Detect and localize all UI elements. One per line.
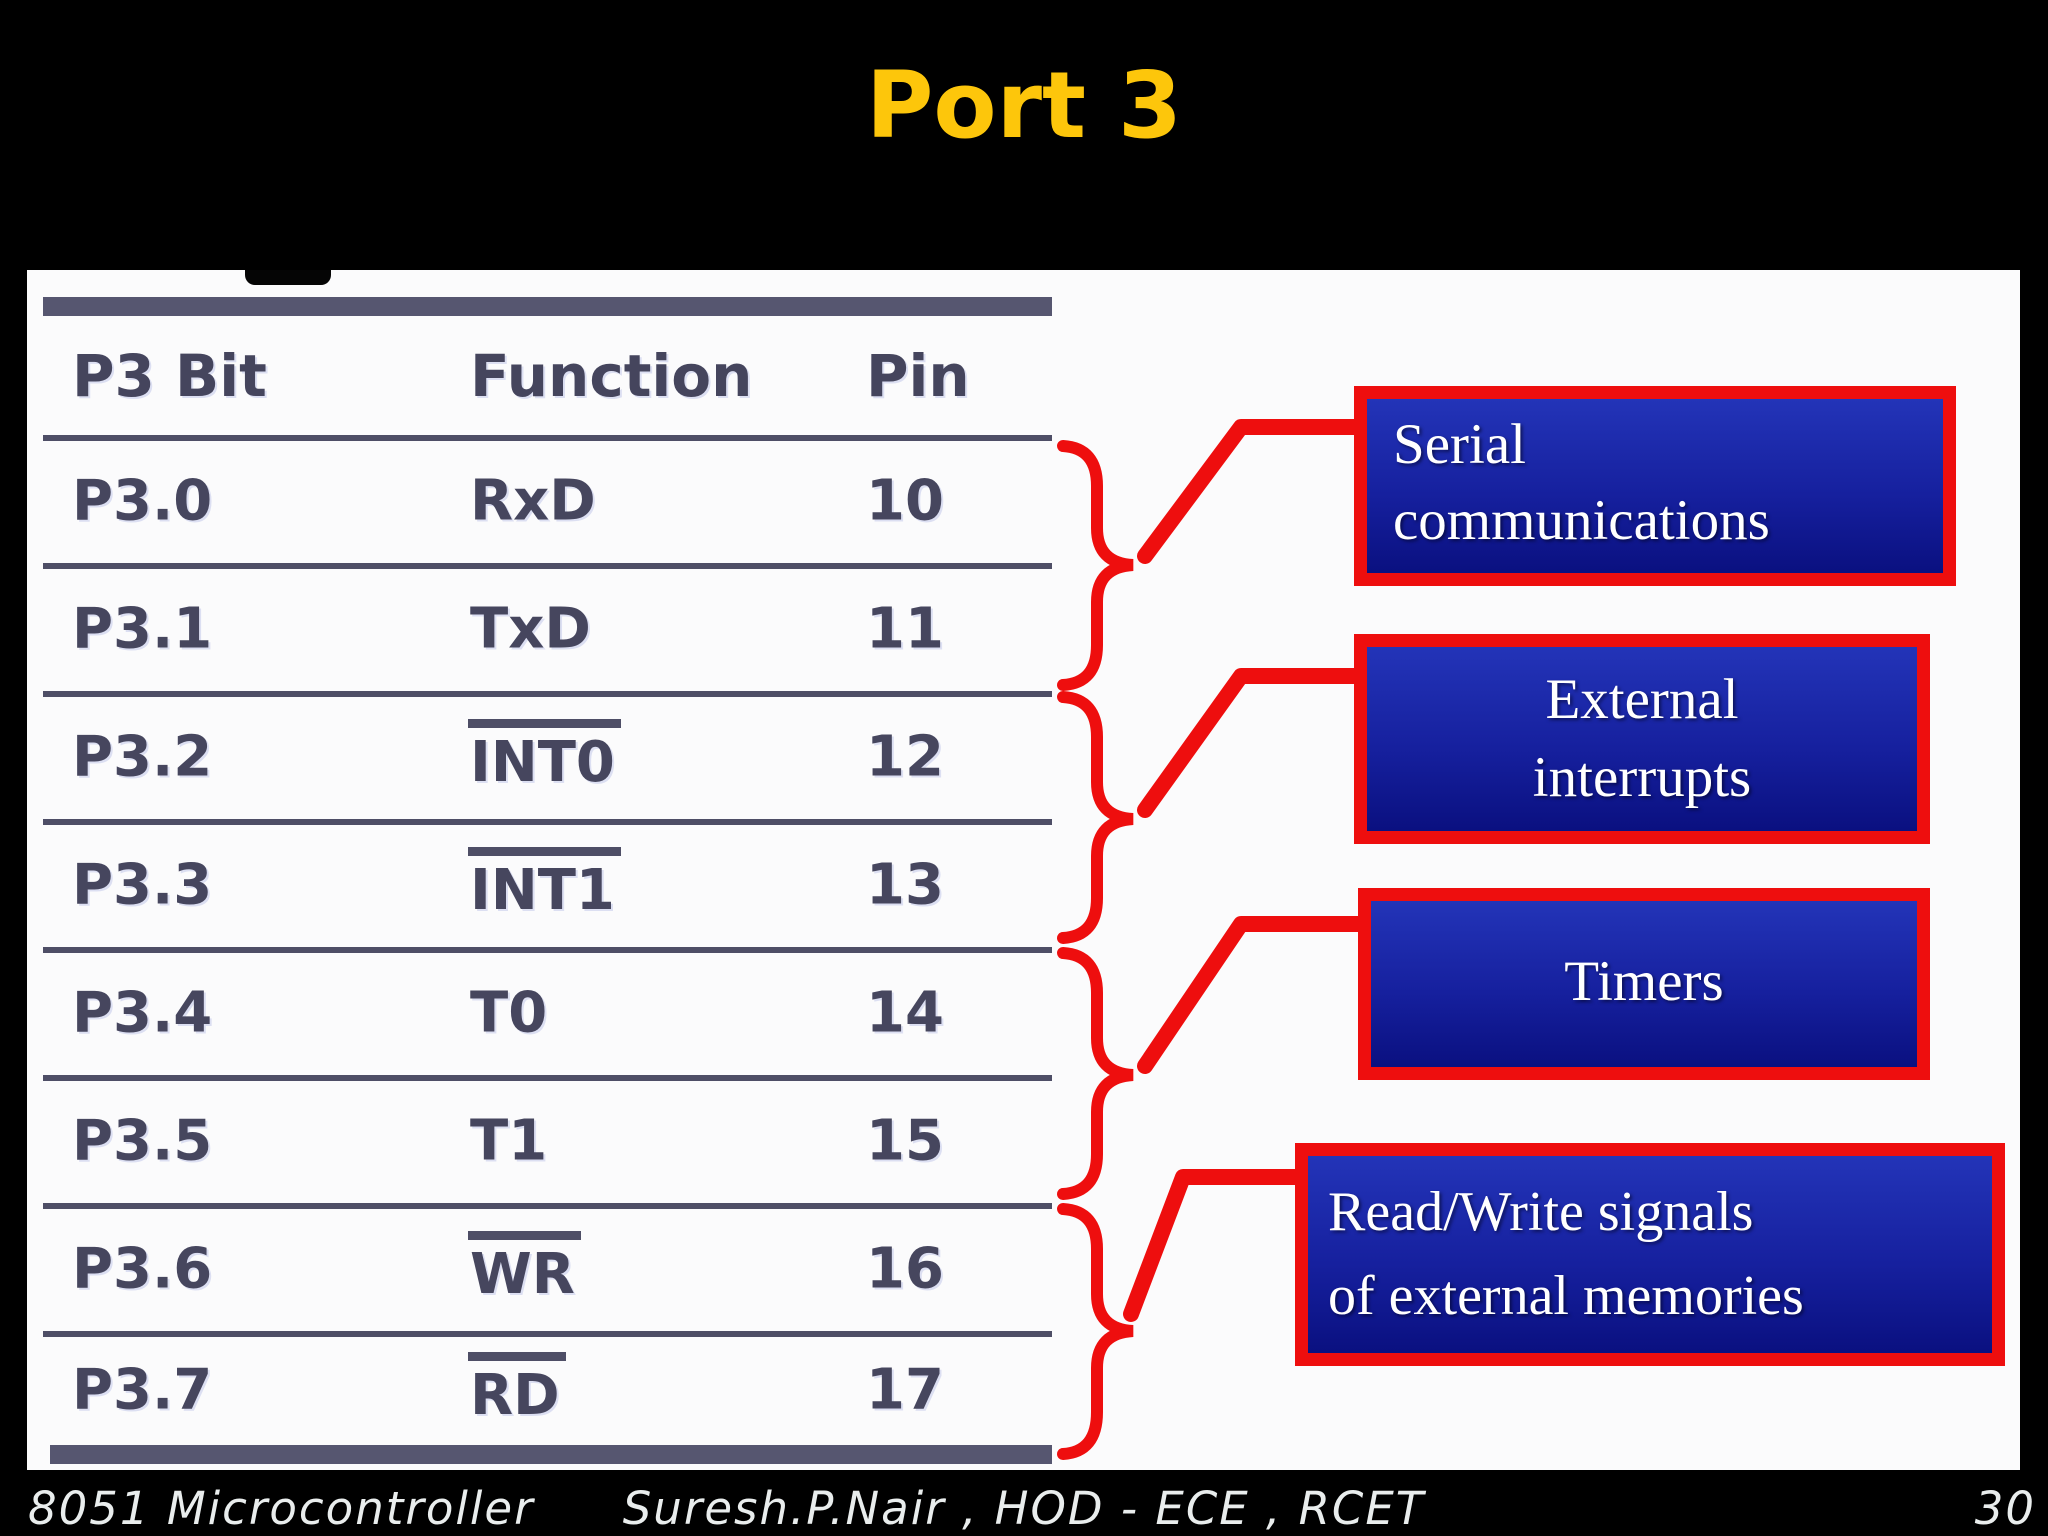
function-cell: RxD <box>470 468 596 534</box>
column-header-function: Function <box>470 342 753 410</box>
footer-author: Suresh.P.Nair , HOD - ECE , RCET <box>622 1482 1426 1535</box>
table-row: P3.1 TxD 11 <box>43 567 1052 691</box>
bit-cell: P3.4 <box>72 980 213 1046</box>
table-header-row: P3 Bit Function Pin <box>43 317 1052 435</box>
table-row: P3.7 RD 17 <box>43 1335 1052 1445</box>
table-row: P3.3 INT1 13 <box>43 823 1052 947</box>
pin-cell: 17 <box>866 1357 944 1423</box>
bit-cell: P3.1 <box>72 596 213 662</box>
function-cell: INT1 <box>468 847 621 923</box>
bit-cell: P3.2 <box>72 724 213 790</box>
pin-cell: 10 <box>866 468 944 534</box>
callout-line: External <box>1545 668 1739 731</box>
bit-cell: P3.6 <box>72 1236 213 1302</box>
bit-cell: P3.7 <box>72 1357 213 1423</box>
bit-cell: P3.0 <box>72 468 213 534</box>
slide-footer: 8051 Microcontroller Suresh.P.Nair , HOD… <box>0 1482 2048 1536</box>
callout-timers: Timers <box>1358 888 1930 1080</box>
artifact-mark <box>245 270 331 285</box>
table-row: P3.0 RxD 10 <box>43 439 1052 563</box>
callout-line: interrupts <box>1532 746 1752 809</box>
table-row-line <box>43 1075 1052 1081</box>
bit-cell: P3.5 <box>72 1108 213 1174</box>
pin-cell: 16 <box>866 1236 944 1302</box>
active-low-overline: INT1 <box>468 847 621 923</box>
table-row-line <box>43 1203 1052 1209</box>
table-row-line <box>43 1331 1052 1337</box>
table-row: P3.2 INT0 12 <box>43 695 1052 819</box>
callout-line: of external memories <box>1328 1265 1804 1327</box>
pin-cell: 12 <box>866 724 944 790</box>
callout-external-interrupts: External interrupts <box>1354 634 1930 844</box>
active-low-overline: INT0 <box>468 719 621 795</box>
function-cell: TxD <box>470 596 591 662</box>
function-cell: WR <box>468 1231 581 1307</box>
table-header-underline <box>43 435 1052 441</box>
bit-cell: P3.3 <box>72 852 213 918</box>
column-header-p3bit: P3 Bit <box>72 342 267 410</box>
table-bottom-border <box>50 1445 1052 1464</box>
function-cell: T1 <box>470 1108 548 1174</box>
footer-page-number: 30 <box>1974 1482 2036 1535</box>
table-row-line <box>43 947 1052 953</box>
active-low-overline: WR <box>468 1231 581 1307</box>
callout-line: Timers <box>1564 950 1724 1013</box>
callout-serial-communications: Serial communications <box>1354 386 1956 586</box>
pin-cell: 15 <box>866 1108 944 1174</box>
table-row: P3.6 WR 16 <box>43 1207 1052 1331</box>
table-row: P3.4 T0 14 <box>43 951 1052 1075</box>
function-cell: T0 <box>470 980 548 1046</box>
callout-line: Serial <box>1393 413 1526 476</box>
callout-line: Read/Write signals <box>1328 1181 1754 1243</box>
table-top-border <box>43 297 1052 316</box>
table-row-line <box>43 819 1052 825</box>
table-row-line <box>43 691 1052 697</box>
footer-course-title: 8051 Microcontroller <box>28 1482 535 1535</box>
table-row: P3.5 T1 15 <box>43 1079 1052 1203</box>
callout-line: communications <box>1393 489 1770 552</box>
function-cell: RD <box>468 1352 566 1428</box>
pin-cell: 14 <box>866 980 944 1046</box>
column-header-pin: Pin <box>866 342 970 410</box>
slide-title: Port 3 <box>865 52 1183 159</box>
pin-cell: 13 <box>866 852 944 918</box>
active-low-overline: RD <box>468 1352 566 1428</box>
callout-readwrite-signals: Read/Write signals of external memories <box>1295 1143 2005 1366</box>
function-cell: INT0 <box>468 719 621 795</box>
table-row-line <box>43 563 1052 569</box>
pin-cell: 11 <box>866 596 944 662</box>
